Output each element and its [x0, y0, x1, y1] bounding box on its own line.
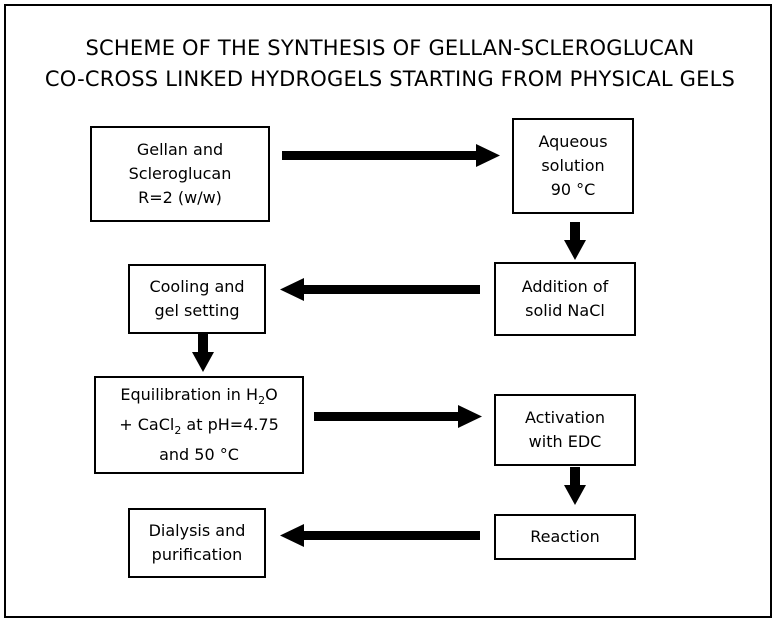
step-aqueous-solution: Aqueous solution 90 °C [512, 118, 634, 214]
step-addition-nacl: Addition of solid NaCl [494, 262, 636, 336]
step-equil-line-1: Equilibration in H2O [120, 384, 278, 407]
step-activation-line-1: Activation [524, 408, 606, 427]
title-line-2: CO-CROSS LINKED HYDROGELS STARTING FROM … [44, 67, 736, 91]
arrow-right-2 [314, 405, 482, 428]
step-activation-line-2: with EDC [528, 432, 602, 451]
step-dialysis-line-2: purification [151, 545, 243, 564]
title-line-1: SCHEME OF THE SYNTHESIS OF GELLAN-SCLERO… [85, 36, 695, 60]
step-reaction-line-1: Reaction [530, 527, 600, 546]
step-dialysis-purification: Dialysis and purification [128, 508, 266, 578]
step-dialysis-line-1: Dialysis and [148, 521, 246, 540]
step-cooling-line-1: Cooling and [149, 277, 245, 296]
arrow-down-2 [192, 334, 214, 372]
step-aqueous-line-3: 90 °C [550, 180, 596, 199]
step-nacl-line-2: solid NaCl [525, 301, 605, 320]
step-nacl-line-1: Addition of [521, 277, 609, 296]
arrow-down-3 [564, 467, 586, 505]
step-cooling-line-2: gel setting [154, 301, 240, 320]
step-gellan-line-1: Gellan and [136, 140, 224, 159]
step-equil-line-2: + CaCl2 at pH=4.75 [119, 415, 279, 438]
step-aqueous-line-2: solution [541, 156, 605, 175]
step-cooling-gel-setting: Cooling and gel setting [128, 264, 266, 334]
arrow-left-2 [280, 524, 480, 547]
step-gellan-scleroglucan: Gellan and Scleroglucan R=2 (w/w) [90, 126, 270, 222]
step-equil-line-3: and 50 °C [159, 445, 239, 465]
arrow-left-1 [280, 278, 480, 301]
step-equilibration: Equilibration in H2O + CaCl2 at pH=4.75 … [94, 376, 304, 474]
step-aqueous-line-1: Aqueous [538, 132, 608, 151]
diagram-frame [4, 4, 772, 618]
step-reaction: Reaction [494, 514, 636, 560]
step-activation-edc: Activation with EDC [494, 394, 636, 466]
step-gellan-line-2: Scleroglucan [128, 164, 232, 183]
arrow-right-1 [282, 144, 500, 167]
arrow-down-1 [564, 222, 586, 260]
step-gellan-line-3: R=2 (w/w) [138, 188, 222, 207]
